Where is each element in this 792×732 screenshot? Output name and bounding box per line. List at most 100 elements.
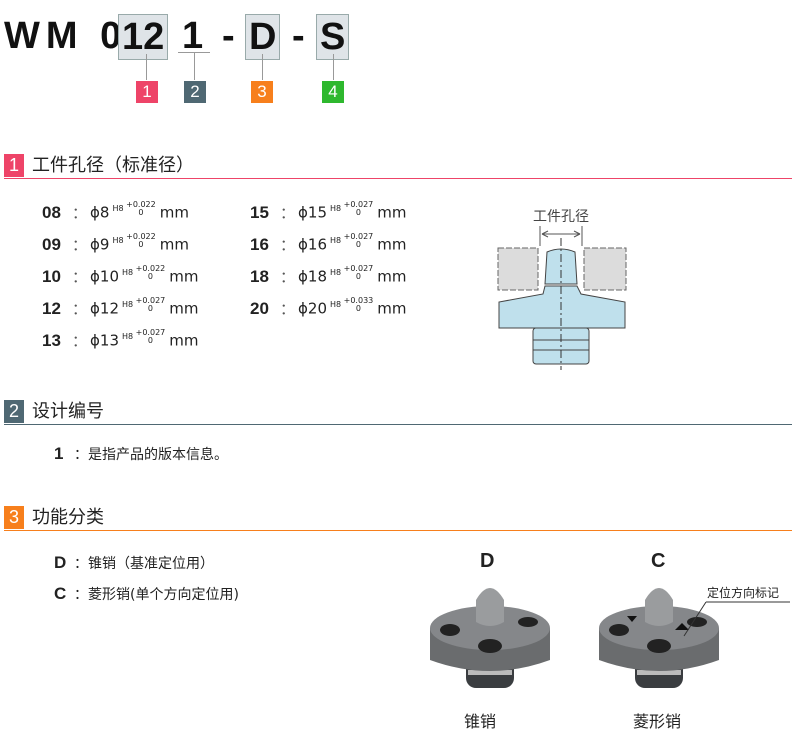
badge-2: 2 — [184, 81, 206, 103]
lower-deviation: 0 — [147, 336, 153, 345]
diameter: ϕ18 — [298, 267, 327, 286]
unit: mm — [377, 235, 407, 254]
unit: mm — [159, 203, 189, 222]
fit-class: H8 — [121, 268, 134, 277]
photo-letter-c: C — [651, 550, 666, 572]
code: 13 — [42, 330, 61, 350]
unit: mm — [169, 267, 199, 286]
fit-class: H8 — [329, 204, 342, 213]
lower-deviation: 0 — [138, 240, 144, 249]
upper-deviation: +0.027 — [135, 328, 166, 337]
taper-pin-photo — [430, 588, 550, 688]
diameter: ϕ9 — [90, 235, 110, 254]
separator: ： — [74, 587, 88, 603]
code-part-3: D — [245, 14, 281, 60]
diameter: ϕ15 — [298, 203, 327, 222]
divider — [4, 530, 792, 531]
photo-caption-c: 菱形销 — [633, 712, 682, 731]
fit-class: H8 — [121, 300, 134, 309]
lower-deviation: 0 — [355, 272, 361, 281]
code: 18 — [250, 266, 269, 286]
separator: ： — [72, 299, 88, 318]
separator: ： — [280, 299, 296, 318]
direction-mark-icon — [675, 623, 689, 630]
lower-deviation: 0 — [355, 208, 361, 217]
code: 15 — [250, 202, 269, 222]
separator: ： — [72, 203, 88, 222]
code-part-2: 1 — [182, 15, 204, 57]
fit-class: H8 — [112, 236, 124, 245]
divider — [4, 424, 792, 425]
diameter: ϕ10 — [90, 267, 119, 286]
callout-label: 定位方向标记 — [707, 586, 780, 600]
upper-deviation: +0.033 — [343, 296, 374, 305]
separator: ： — [74, 447, 88, 463]
code: D — [54, 553, 67, 572]
badge-3: 3 — [251, 81, 273, 103]
diagram-label: 工件孔径 — [533, 209, 589, 225]
upper-deviation: +0.022 — [126, 232, 156, 241]
fit-class: H8 — [112, 204, 124, 213]
fit-class: H8 — [329, 236, 342, 245]
diameter: ϕ12 — [90, 299, 119, 318]
section-heading-2: 2 设计编号 — [4, 400, 792, 426]
photo-letter-d: D — [480, 550, 495, 572]
connector — [146, 54, 147, 80]
description: 锥销（基准定位用） — [88, 556, 214, 572]
description: 是指产品的版本信息。 — [88, 447, 228, 463]
unit: mm — [169, 331, 199, 350]
unit: mm — [377, 299, 407, 318]
lower-deviation: 0 — [138, 208, 144, 217]
upper-deviation: +0.027 — [343, 264, 374, 273]
function-row-d: D ：锥销（基准定位用） — [54, 553, 214, 574]
separator: ： — [280, 267, 296, 286]
section-number: 3 — [4, 506, 24, 529]
separator: ： — [280, 235, 296, 254]
code: 12 — [42, 298, 61, 318]
fit-class: H8 — [329, 268, 342, 277]
callout-line — [683, 601, 790, 637]
section-heading-1: 1 工件孔径（标准径） — [4, 154, 792, 180]
section-title: 工件孔径（标准径） — [32, 155, 194, 176]
description: 菱形销(单个方向定位用) — [88, 587, 239, 603]
unit: mm — [377, 203, 407, 222]
lower-deviation: 0 — [147, 304, 153, 313]
code: 16 — [250, 234, 269, 254]
design-number-row: 1 ：是指产品的版本信息。 — [54, 444, 228, 465]
lower-deviation: 0 — [355, 304, 361, 313]
upper-deviation: +0.022 — [135, 264, 166, 273]
connector — [262, 54, 263, 80]
diameter: ϕ16 — [298, 235, 327, 254]
code-part-4: S — [316, 14, 350, 60]
separator: ： — [74, 556, 88, 572]
unit: mm — [377, 267, 407, 286]
code: 09 — [42, 234, 61, 254]
section-number: 2 — [4, 400, 24, 423]
badge-4: 4 — [322, 81, 344, 103]
separator: ： — [280, 203, 296, 222]
upper-deviation: +0.027 — [343, 200, 374, 209]
unit: mm — [169, 299, 199, 318]
lower-deviation: 0 — [147, 272, 153, 281]
diameter: ϕ8 — [90, 203, 110, 222]
connector — [194, 53, 195, 80]
dash: - — [292, 15, 305, 57]
separator: ： — [72, 267, 88, 286]
code: 1 — [54, 444, 64, 463]
code: 10 — [42, 266, 61, 286]
